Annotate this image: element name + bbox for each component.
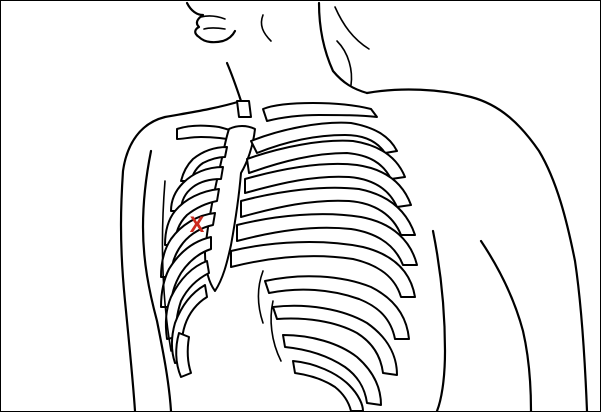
marker-x-label: X xyxy=(187,213,207,237)
face xyxy=(187,3,235,42)
ribs-right xyxy=(231,123,417,411)
